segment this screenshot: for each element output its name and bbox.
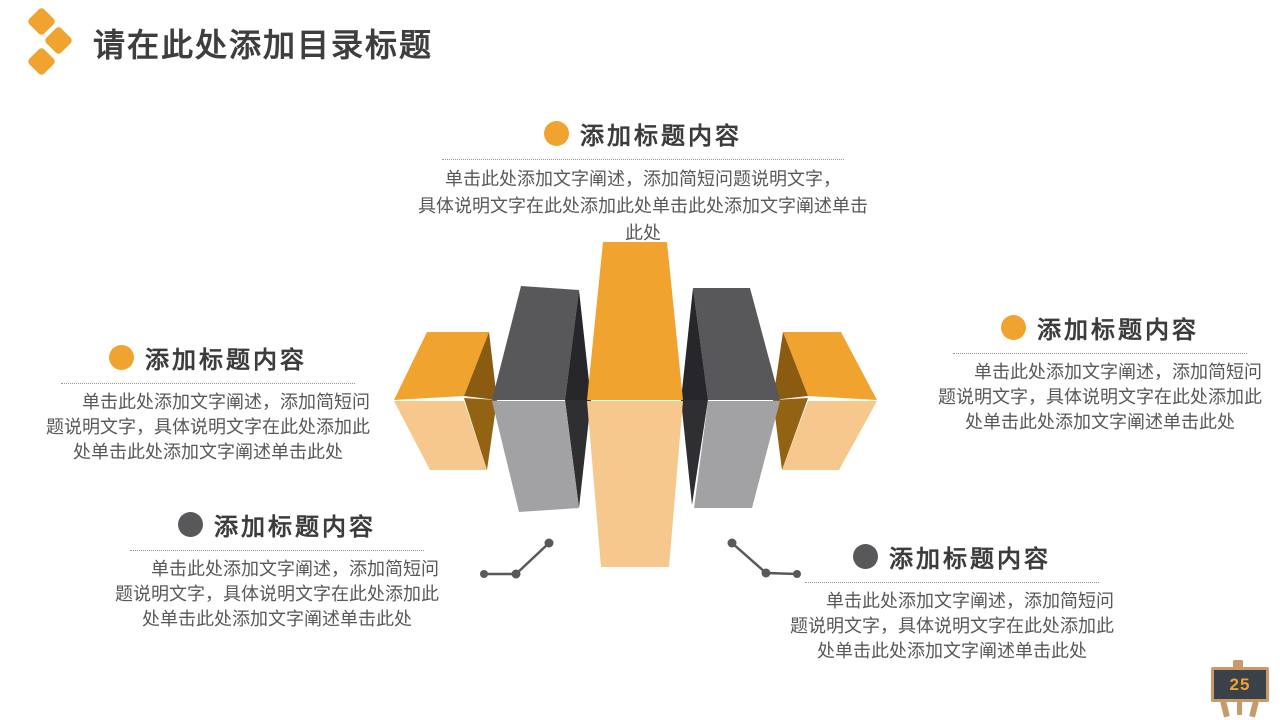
bullet-circle-icon: [544, 120, 569, 146]
dotted-divider: [130, 550, 424, 551]
easel-board: 25: [1211, 667, 1269, 702]
connector-dot: [727, 538, 737, 548]
slab-center: [587, 242, 683, 567]
block-heading: 添加标题内容: [408, 116, 878, 150]
slab-side-face: [773, 332, 808, 400]
slab-side-face: [681, 288, 708, 400]
slab-reflection-face: [394, 401, 487, 470]
easel-knob: [1233, 660, 1243, 668]
block-body-text: 单击此处添加文字阐述，添加简短问 题说明文字，具体说明文字在此处添加此 处单击此…: [938, 362, 1262, 432]
block-body-text: 单击此处添加文字阐述，添加简短问 题说明文字，具体说明文字在此处添加此 处单击此…: [115, 559, 439, 629]
easel-leg: [1237, 701, 1242, 715]
block-body-text: 单击此处添加文字阐述，添加简短问题说明文字， 具体说明文字在此处添加此处单击此处…: [418, 169, 868, 243]
content-block-top: 添加标题内容 单击此处添加文字阐述，添加简短问题说明文字， 具体说明文字在此处添…: [408, 116, 878, 247]
slab-top-face: [783, 332, 877, 400]
page-number-easel: 25: [1206, 660, 1276, 720]
slab-side-face: [464, 332, 497, 400]
block-title: 添加标题内容: [580, 122, 742, 150]
slab-side-face: [681, 400, 708, 505]
dotted-divider: [61, 383, 355, 384]
block-body-text: 单击此处添加文字阐述，添加简短问 题说明文字，具体说明文字在此处添加此 处单击此…: [790, 591, 1114, 661]
slab-reflection-face: [694, 401, 780, 508]
block-heading: 添加标题内容: [925, 310, 1275, 344]
connector-dots: [480, 538, 801, 579]
slab-side-face: [565, 290, 591, 400]
slab-reflection-face: [782, 401, 877, 470]
slab-reflection-face: [492, 401, 579, 512]
easel-leg: [1220, 700, 1230, 718]
connector-dot: [480, 570, 488, 578]
slab-reflection-face: [587, 401, 683, 567]
slab-far-left: [394, 332, 497, 470]
bullet-circle-icon: [1001, 314, 1026, 340]
slab-front-face: [492, 286, 579, 400]
block-title: 添加标题内容: [889, 545, 1051, 573]
dotted-divider: [953, 353, 1247, 354]
content-block-bottom-right: 添加标题内容 单击此处添加文字阐述，添加简短问 题说明文字，具体说明文字在此处添…: [777, 539, 1127, 664]
block-title: 添加标题内容: [145, 346, 307, 374]
slab-far-right: [773, 332, 877, 470]
connector-dot: [511, 569, 521, 579]
content-block-bottom-left: 添加标题内容 单击此处添加文字阐述，添加简短问 题说明文字，具体说明文字在此处添…: [102, 507, 452, 632]
slab-left-gray: [492, 286, 591, 512]
block-title: 添加标题内容: [214, 513, 376, 541]
block-heading: 添加标题内容: [33, 340, 383, 374]
page-number: 25: [1229, 674, 1251, 694]
slab-side-face: [464, 398, 497, 470]
slab-front-face: [693, 288, 780, 400]
connector-dot: [761, 568, 771, 578]
slab-side-face: [565, 400, 591, 508]
bullet-circle-icon: [853, 543, 878, 569]
block-heading: 添加标题内容: [777, 539, 1127, 573]
slab-side-face: [773, 398, 808, 470]
dotted-divider: [805, 582, 1099, 583]
bullet-circle-icon: [178, 511, 203, 537]
content-block-right: 添加标题内容 单击此处添加文字阐述，添加简短问 题说明文字，具体说明文字在此处添…: [925, 310, 1275, 435]
connector-dot: [544, 538, 554, 548]
slide-title: 请在此处添加目录标题: [93, 27, 434, 63]
content-block-left: 添加标题内容 单击此处添加文字阐述，添加简短问 题说明文字，具体说明文字在此处添…: [33, 340, 383, 465]
slab-top-face: [394, 332, 489, 400]
connector-dot: [793, 570, 801, 578]
dotted-divider: [442, 159, 844, 160]
block-title: 添加标题内容: [1037, 316, 1199, 344]
easel-leg: [1249, 700, 1259, 718]
connector-left-line: [484, 542, 550, 576]
bullet-circle-icon: [109, 344, 134, 370]
slab-right-gray: [681, 288, 780, 508]
block-heading: 添加标题内容: [102, 507, 452, 541]
slab-front-face: [587, 242, 683, 400]
block-body-text: 单击此处添加文字阐述，添加简短问 题说明文字，具体说明文字在此处添加此 处单击此…: [46, 392, 370, 462]
